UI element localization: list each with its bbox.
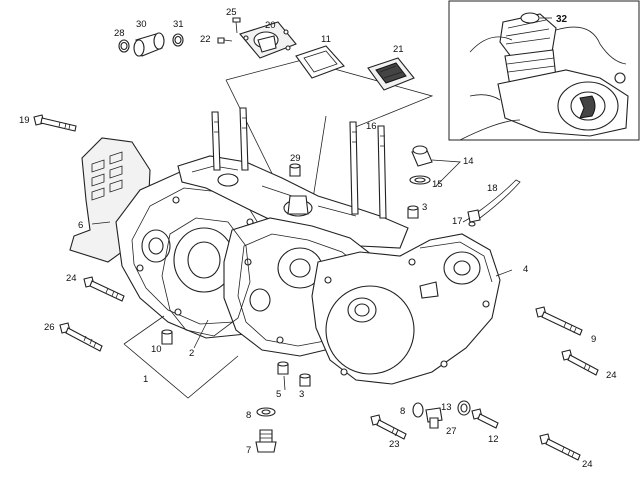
dowel-10 — [161, 329, 173, 345]
callout-9: 9 — [591, 334, 596, 345]
callout-4: 4 — [523, 264, 528, 275]
bolt-24-left — [83, 276, 125, 302]
callout-19: 19 — [19, 115, 30, 126]
callout-10: 10 — [151, 344, 162, 355]
clutch-cover-4 — [311, 233, 501, 385]
callout-15: 15 — [432, 179, 443, 190]
callout-11: 11 — [321, 34, 331, 45]
callout-24-right: 24 — [606, 370, 617, 381]
callout-1: 1 — [143, 374, 148, 385]
intake-manifold — [239, 21, 297, 59]
callout-28: 28 — [114, 28, 125, 39]
callout-7: 7 — [246, 445, 251, 456]
dowel-29 — [289, 163, 301, 177]
bolt-9 — [535, 306, 583, 336]
reed-block-21 — [367, 57, 415, 91]
bolt-24-bottom — [539, 433, 581, 461]
callout-14: 14 — [463, 156, 474, 167]
callout-17: 17 — [452, 216, 463, 227]
callout-13: 13 — [441, 402, 452, 413]
breather-fitting — [467, 179, 521, 227]
callout-labels: 25 20 22 11 21 28 30 31 32 19 16 29 14 1… — [19, 7, 617, 470]
callout-leaders — [91, 217, 513, 437]
callout-26: 26 — [44, 322, 55, 333]
dowel-3-bottom — [299, 373, 311, 387]
bolt-24-right — [561, 349, 599, 376]
bolt-26 — [59, 322, 103, 352]
callout-8-right: 8 — [400, 406, 405, 417]
callout-22: 22 — [200, 34, 211, 45]
callout-2: 2 — [189, 348, 194, 359]
drain-plug-27 — [412, 400, 471, 429]
gasket-2 — [161, 217, 251, 337]
callout-5: 5 — [276, 389, 281, 400]
callout-16: 16 — [366, 121, 377, 132]
cylinder-studs — [211, 107, 387, 219]
callout-23: 23 — [389, 439, 400, 450]
screw-22 — [217, 37, 233, 44]
intake-rubber-group — [118, 32, 184, 57]
bolt-23 — [370, 414, 407, 440]
callout-32: 32 — [556, 14, 568, 25]
callout-6: 6 — [78, 220, 83, 231]
crankcase-top-deck — [177, 155, 409, 249]
callout-29: 29 — [290, 153, 301, 164]
bolt-19 — [33, 114, 77, 132]
callout-24-left: 24 — [66, 273, 77, 284]
callout-27: 27 — [446, 426, 457, 437]
callout-8-left: 8 — [246, 410, 251, 421]
callout-18: 18 — [487, 183, 498, 194]
callout-30: 30 — [136, 19, 147, 30]
engine-assembly-inset — [448, 0, 640, 141]
callout-31: 31 — [173, 19, 184, 30]
bolt-12 — [471, 408, 499, 429]
screw-25 — [232, 17, 241, 34]
callout-21: 21 — [393, 44, 404, 55]
drain-plug-7 — [255, 407, 277, 453]
callout-3-bottom: 3 — [299, 389, 304, 400]
oil-filler-plug — [409, 145, 461, 187]
callout-12: 12 — [488, 434, 499, 445]
callout-24-bottom: 24 — [582, 459, 593, 470]
dowel-5 — [277, 361, 289, 375]
callout-25: 25 — [226, 7, 237, 18]
dowel-3-top — [407, 205, 419, 219]
gasket-11 — [295, 45, 345, 79]
callout-20: 20 — [265, 20, 276, 31]
callout-3-top: 3 — [422, 202, 427, 213]
